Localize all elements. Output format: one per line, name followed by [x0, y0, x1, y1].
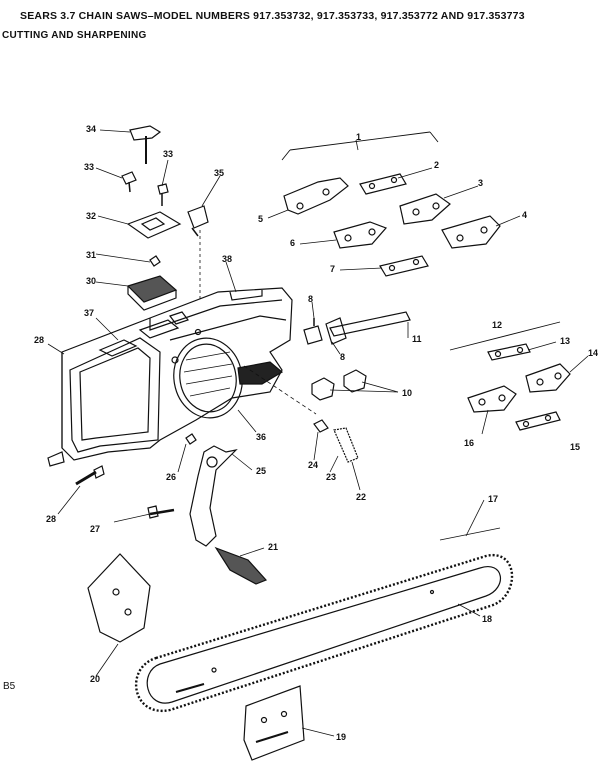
callout-7: 7: [330, 264, 335, 274]
callout-27: 27: [90, 524, 100, 534]
chain-adjuster-parts: [303, 311, 411, 463]
callout-26: 26: [166, 472, 176, 482]
callout-4: 4: [522, 210, 527, 220]
callout-30: 30: [86, 276, 96, 286]
callout-6: 6: [290, 238, 295, 248]
throttle-parts: [121, 125, 209, 325]
callout-33-left: 33: [84, 162, 94, 172]
callout-35: 35: [214, 168, 224, 178]
callout-15: 15: [570, 442, 580, 452]
callout-23: 23: [326, 472, 336, 482]
bar-plates: [87, 553, 305, 761]
callout-10: 10: [402, 388, 412, 398]
callout-21: 21: [268, 542, 278, 552]
callout-36: 36: [256, 432, 266, 442]
callout-3: 3: [478, 178, 483, 188]
callout-34: 34: [86, 124, 96, 134]
clutch-cover-window: [173, 337, 284, 419]
callout-1: 1: [356, 132, 361, 142]
page-reference: B5: [3, 681, 16, 692]
callout-18: 18: [482, 614, 492, 624]
leader-lines: [47, 129, 589, 737]
callout-28-lower: 28: [46, 514, 56, 524]
bolts-lower: [75, 465, 175, 519]
brake-arm-parts: [185, 433, 268, 585]
callout-14: 14: [588, 348, 598, 358]
callout-33-right: 33: [163, 149, 173, 159]
page-subtitle: CUTTING AND SHARPENING: [2, 30, 147, 41]
callout-37: 37: [84, 308, 94, 318]
callout-5: 5: [258, 214, 263, 224]
callout-17: 17: [488, 494, 498, 504]
callout-28-upper: 28: [34, 335, 44, 345]
chain-link-parts-top: [281, 131, 501, 277]
chain-link-parts-right: [449, 321, 571, 431]
callout-labels: 34 33 33 32 31 30 35 37 28 38 1 2 3 4 5 …: [34, 124, 598, 742]
callout-31: 31: [86, 250, 96, 260]
callout-38: 38: [222, 254, 232, 264]
callout-19: 19: [336, 732, 346, 742]
callout-8-lower: 8: [340, 352, 345, 362]
saw-housing: [47, 287, 293, 467]
callout-13: 13: [560, 336, 570, 346]
page-title: SEARS 3.7 CHAIN SAWS–MODEL NUMBERS 917.3…: [20, 10, 525, 22]
callout-2: 2: [434, 160, 439, 170]
callout-8-upper: 8: [308, 294, 313, 304]
callout-20: 20: [90, 674, 100, 684]
callout-12: 12: [492, 320, 502, 330]
callout-25: 25: [256, 466, 266, 476]
callout-32: 32: [86, 211, 96, 221]
callout-16: 16: [464, 438, 474, 448]
callout-24: 24: [308, 460, 318, 470]
guide-bar: [134, 527, 514, 713]
callout-22: 22: [356, 492, 366, 502]
callout-11: 11: [412, 334, 422, 344]
